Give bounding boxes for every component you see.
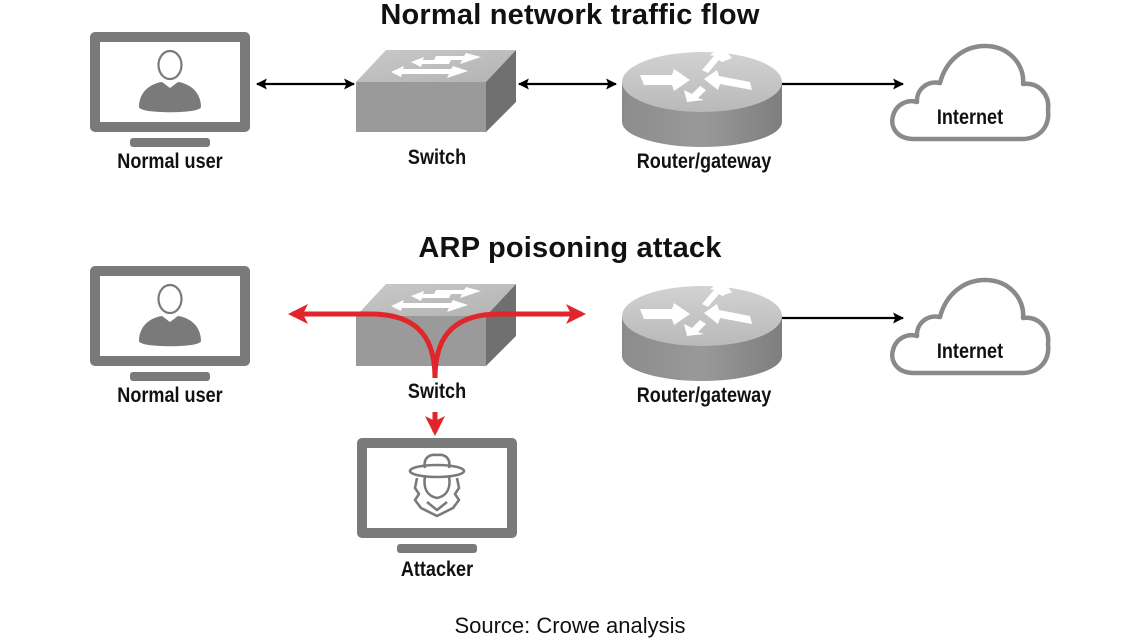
- label-router: Router/gateway: [636, 150, 772, 173]
- diagram-title-arp: ARP poisoning attack: [418, 232, 722, 264]
- diagram-title-normal: Normal network traffic flow: [380, 0, 760, 31]
- label-switch: Switch: [407, 146, 467, 169]
- attacker-monitor-icon: [355, 436, 519, 555]
- normal-user-monitor-icon: [88, 264, 252, 383]
- label-normal-user: Normal user: [117, 384, 223, 407]
- label-switch: Switch: [407, 380, 467, 403]
- label-internet: Internet: [936, 106, 1004, 129]
- label-normal-user: Normal user: [117, 150, 223, 173]
- label-attacker: Attacker: [400, 558, 474, 581]
- source-note: Source: Crowe analysis: [454, 613, 686, 638]
- switch-icon: [356, 50, 516, 132]
- diagram-normal-flow: [88, 30, 1048, 149]
- router-icon: [622, 281, 782, 381]
- attack-path-to-router: [432, 304, 586, 379]
- label-internet: Internet: [936, 340, 1004, 363]
- normal-user-monitor-icon: [88, 30, 252, 149]
- diagram-arp-poisoning: [88, 264, 1048, 555]
- label-router: Router/gateway: [636, 384, 772, 407]
- router-icon: [622, 47, 782, 147]
